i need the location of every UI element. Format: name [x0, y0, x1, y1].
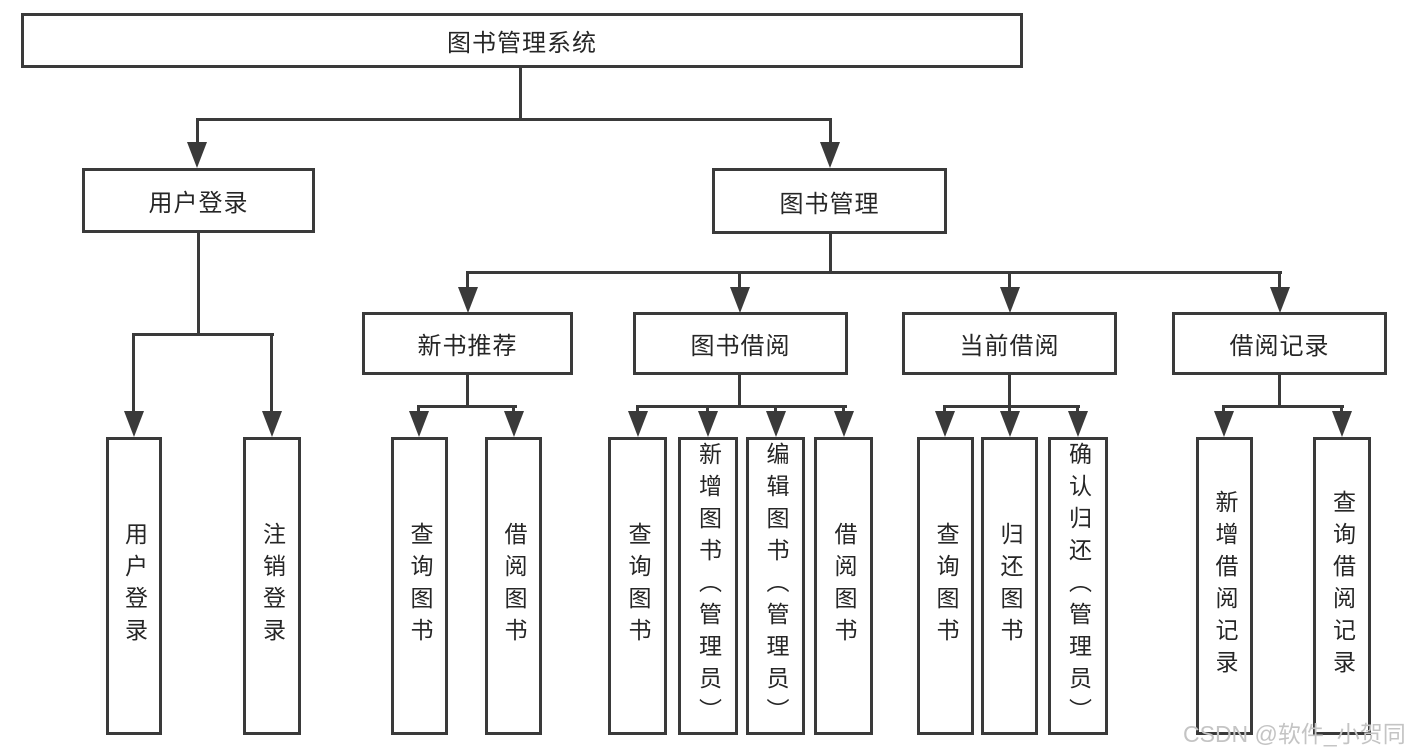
- connector-group-current-stem: [1008, 271, 1011, 291]
- connector-user-branch-hbar: [132, 333, 274, 336]
- connector-book-branch-stem: [829, 233, 832, 273]
- connector-recommend-hbar: [417, 405, 517, 408]
- leaf-logout: 注销登录: [243, 437, 301, 735]
- node-current-borrow: 当前借阅: [902, 312, 1117, 375]
- connector-group-records-stem: [1278, 271, 1281, 291]
- node-new-book-recommend: 新书推荐: [362, 312, 573, 375]
- arrow-to-bb-borrow-books: [834, 411, 854, 437]
- leaf-br-query-record: 查询借阅记录: [1313, 437, 1371, 735]
- connector-group-borrow-stem: [738, 271, 741, 291]
- arrow-to-nb-query-books: [409, 411, 429, 437]
- arrow-to-bb-edit-books: [766, 411, 786, 437]
- node-book-management: 图书管理: [712, 168, 947, 234]
- node-book-borrow: 图书借阅: [633, 312, 848, 375]
- connector-leaf-login-stem: [132, 333, 135, 413]
- leaf-cb-return-books: 归还图书: [981, 437, 1038, 735]
- connector-root-hbar: [196, 118, 832, 121]
- node-new-book-recommend-label: 新书推荐: [417, 333, 518, 360]
- connector-records-down: [1278, 374, 1281, 408]
- arrow-to-cb-confirm-return: [1068, 411, 1088, 437]
- connector-user-branch-stem: [197, 232, 200, 335]
- node-book-borrow-label: 图书借阅: [690, 333, 791, 360]
- leaf-cb-confirm-return-admin-label: 确认归还（管理员）: [1065, 442, 1092, 730]
- node-book-management-label: 图书管理: [779, 190, 880, 218]
- connector-borrow-hbar: [636, 405, 847, 408]
- arrow-to-cb-query-books: [935, 411, 955, 437]
- node-user-login: 用户登录: [82, 168, 315, 233]
- leaf-nb-query-books-label: 查询图书: [407, 522, 433, 650]
- node-current-borrow-label: 当前借阅: [959, 333, 1060, 360]
- leaf-bb-query-books-label: 查询图书: [625, 522, 651, 650]
- leaf-bb-add-books-admin: 新增图书（管理员）: [678, 437, 738, 735]
- arrow-to-current-borrow: [1000, 287, 1020, 313]
- arrow-to-bb-add-books: [698, 411, 718, 437]
- csdn-watermark: CSDN @软件_小贺同学: [1183, 721, 1405, 747]
- leaf-cb-return-books-label: 归还图书: [997, 522, 1023, 650]
- connector-root-stem: [519, 67, 522, 120]
- leaf-nb-borrow-books-label: 借阅图书: [501, 522, 527, 650]
- arrow-to-book-borrow: [730, 287, 750, 313]
- connector-book-mgmt-stem: [829, 118, 832, 146]
- node-root-label: 图书管理系统: [447, 30, 597, 57]
- connector-user-login-stem: [196, 118, 199, 146]
- leaf-br-add-record-label: 新增借阅记录: [1212, 490, 1238, 682]
- connector-current-down: [1008, 374, 1011, 408]
- leaf-nb-query-books: 查询图书: [391, 437, 448, 735]
- connector-recommend-down: [466, 374, 469, 408]
- connector-current-hbar: [943, 405, 1080, 408]
- arrow-to-nb-borrow-books: [504, 411, 524, 437]
- leaf-cb-query-books-label: 查询图书: [933, 522, 959, 650]
- connector-borrow-down: [738, 374, 741, 408]
- leaf-user-login-label: 用户登录: [121, 522, 148, 650]
- node-borrow-records-label: 借阅记录: [1229, 333, 1330, 360]
- arrow-to-borrow-records: [1270, 287, 1290, 313]
- arrow-to-leaf-user-login: [124, 411, 144, 437]
- leaf-bb-edit-books-admin-label: 编辑图书（管理员）: [763, 442, 789, 730]
- leaf-user-login: 用户登录: [106, 437, 162, 735]
- leaf-br-add-record: 新增借阅记录: [1196, 437, 1253, 735]
- connector-group-recommend-stem: [466, 271, 469, 291]
- connector-book-branch-hbar: [466, 271, 1282, 274]
- leaf-bb-query-books: 查询图书: [608, 437, 667, 735]
- leaf-logout-label: 注销登录: [259, 522, 286, 650]
- connector-records-hbar: [1222, 405, 1344, 408]
- node-user-login-label: 用户登录: [148, 190, 249, 217]
- leaf-cb-confirm-return-admin: 确认归还（管理员）: [1048, 437, 1108, 735]
- connector-leaf-logout-stem: [270, 333, 273, 413]
- leaf-nb-borrow-books: 借阅图书: [485, 437, 542, 735]
- arrow-to-leaf-logout: [262, 411, 282, 437]
- leaf-bb-add-books-admin-label: 新增图书（管理员）: [695, 442, 722, 730]
- arrow-to-br-add-record: [1214, 411, 1234, 437]
- node-root-library-system: 图书管理系统: [21, 13, 1023, 68]
- arrow-to-br-query-record: [1332, 411, 1352, 437]
- arrow-to-new-book-recommend: [458, 287, 478, 313]
- leaf-br-query-record-label: 查询借阅记录: [1329, 490, 1356, 682]
- arrow-to-cb-return-books: [1000, 411, 1020, 437]
- node-borrow-records: 借阅记录: [1172, 312, 1387, 375]
- arrow-to-user-login: [187, 142, 207, 168]
- arrow-to-bb-query-books: [628, 411, 648, 437]
- arrow-to-book-management: [820, 142, 840, 168]
- leaf-bb-edit-books-admin: 编辑图书（管理员）: [746, 437, 805, 735]
- leaf-bb-borrow-books-label: 借阅图书: [831, 522, 857, 650]
- leaf-cb-query-books: 查询图书: [917, 437, 974, 735]
- leaf-bb-borrow-books: 借阅图书: [814, 437, 873, 735]
